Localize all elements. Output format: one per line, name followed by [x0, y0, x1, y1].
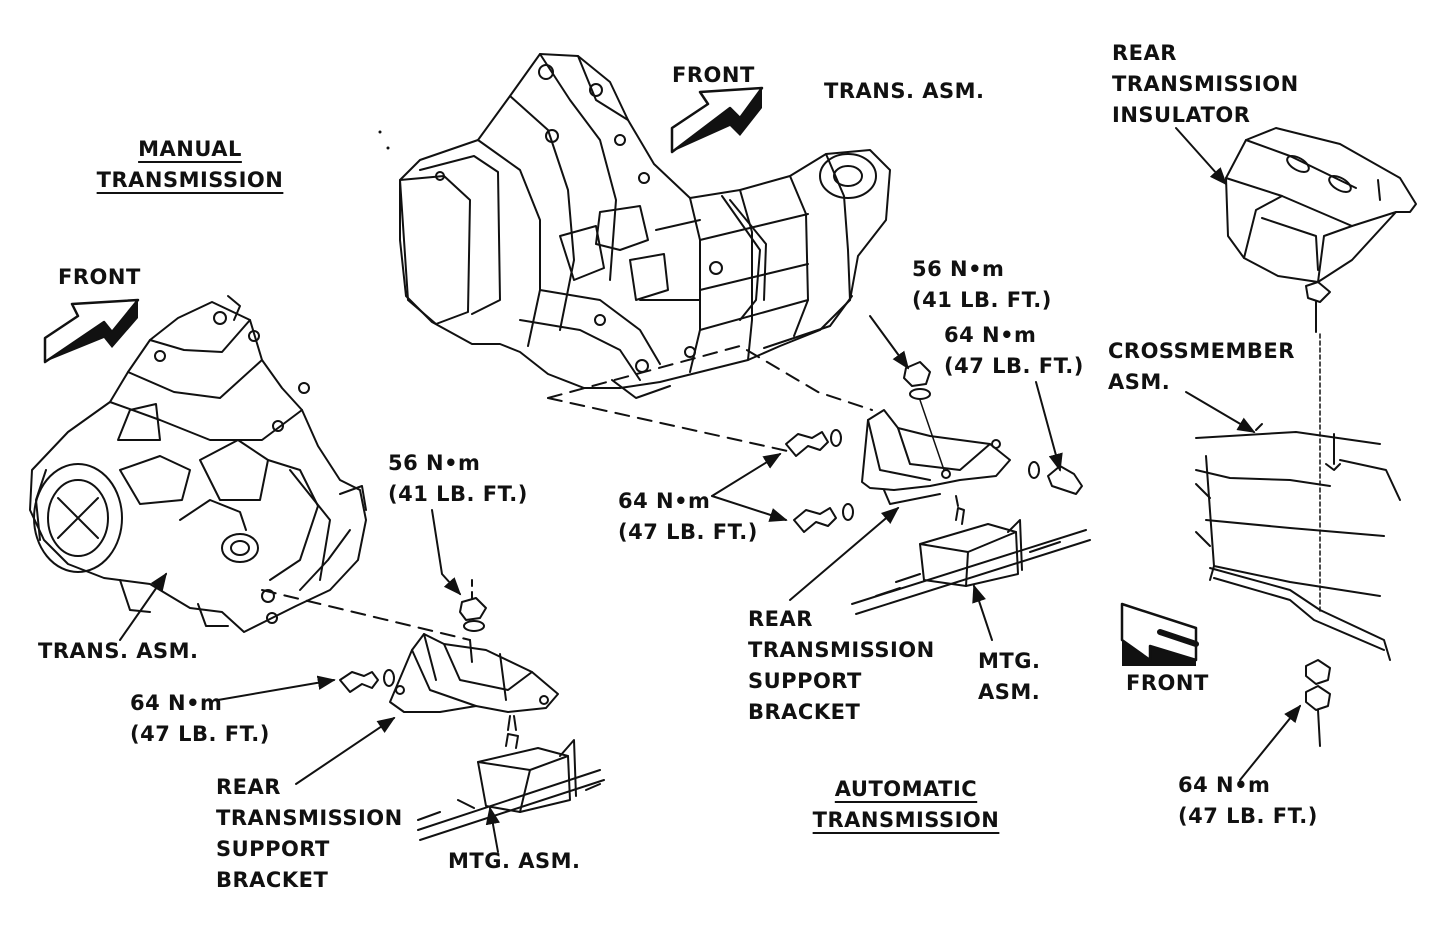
bolt-icon	[793, 503, 854, 533]
manual-front-label: FRONT	[58, 265, 141, 289]
stud-line	[919, 399, 945, 471]
auto-mtg-asm-label: MTG. ASM.	[978, 649, 1041, 704]
auto-torque-64-left-label: 64 N•m (47 LB. FT.)	[618, 489, 758, 544]
manual-trans-asm-label: TRANS. ASM.	[38, 639, 199, 663]
leader-bracket	[295, 716, 396, 785]
right-torque-64-label: 64 N•m (47 LB. FT.)	[1178, 773, 1318, 828]
right-front-label: FRONT	[1126, 671, 1209, 695]
manual-support-bracket	[389, 633, 559, 713]
leader-64nm-right	[1035, 381, 1063, 472]
leader-mtg	[485, 806, 500, 853]
manual-mtg-asm-label: MTG. ASM.	[448, 849, 581, 873]
manual-bracket-label: REAR TRANSMISSION SUPPORT BRACKET	[216, 775, 403, 892]
manual-transmission-drawing	[29, 295, 367, 633]
dot-mark	[386, 146, 390, 150]
leader-56nm	[431, 509, 462, 596]
bolt-icon	[1028, 461, 1083, 495]
leader-56nm	[869, 315, 910, 370]
auto-support-bracket	[861, 409, 1011, 505]
leader-trans-asm	[119, 572, 168, 641]
automatic-transmission-drawing	[399, 53, 891, 399]
crossmember-drawing	[1195, 423, 1401, 661]
auto-torque-56-label: 56 N•m (41 LB. FT.)	[912, 257, 1052, 312]
alignment-line	[547, 345, 873, 411]
leader-64nm-left	[711, 453, 782, 497]
bolt-icon	[339, 669, 395, 693]
auto-torque-64-right-label: 64 N•m (47 LB. FT.)	[944, 323, 1084, 378]
manual-torque-56-label: 56 N•m (41 LB. FT.)	[388, 451, 528, 506]
auto-trans-asm-label: TRANS. ASM.	[824, 79, 985, 103]
insulator-drawing	[1225, 127, 1417, 333]
dot-mark	[378, 130, 382, 134]
leader-bracket	[789, 506, 900, 601]
front-arrow-icon	[43, 298, 140, 364]
leader-crossmember	[1185, 391, 1256, 433]
leader-64nm	[1239, 704, 1302, 781]
leader-64nm-left	[711, 495, 788, 522]
manual-transmission-title: MANUAL TRANSMISSION	[96, 137, 284, 192]
alignment-line	[547, 397, 793, 453]
auto-bracket-label: REAR TRANSMISSION SUPPORT BRACKET	[748, 607, 935, 724]
manual-mount-assembly	[417, 715, 605, 841]
leader-insulator	[1175, 127, 1228, 186]
auto-front-label: FRONT	[672, 63, 755, 87]
insulator-label: REAR TRANSMISSION INSULATOR	[1112, 41, 1299, 127]
front-arrow-icon	[670, 86, 764, 154]
manual-torque-64-label: 64 N•m (47 LB. FT.)	[130, 691, 270, 746]
leader-mtg	[972, 584, 993, 641]
leader-64nm	[217, 675, 336, 701]
automatic-transmission-title: AUTOMATIC TRANSMISSION	[812, 777, 1000, 832]
crossmember-label: CROSSMEMBER ASM.	[1108, 339, 1295, 394]
nut-icon	[1305, 659, 1331, 747]
bolt-icon	[785, 429, 842, 457]
auto-mount-assembly	[851, 495, 1091, 615]
front-arrow-icon	[1120, 602, 1199, 666]
nut-icon	[459, 597, 487, 632]
nut-icon	[903, 361, 931, 400]
alignment-line	[261, 589, 471, 641]
